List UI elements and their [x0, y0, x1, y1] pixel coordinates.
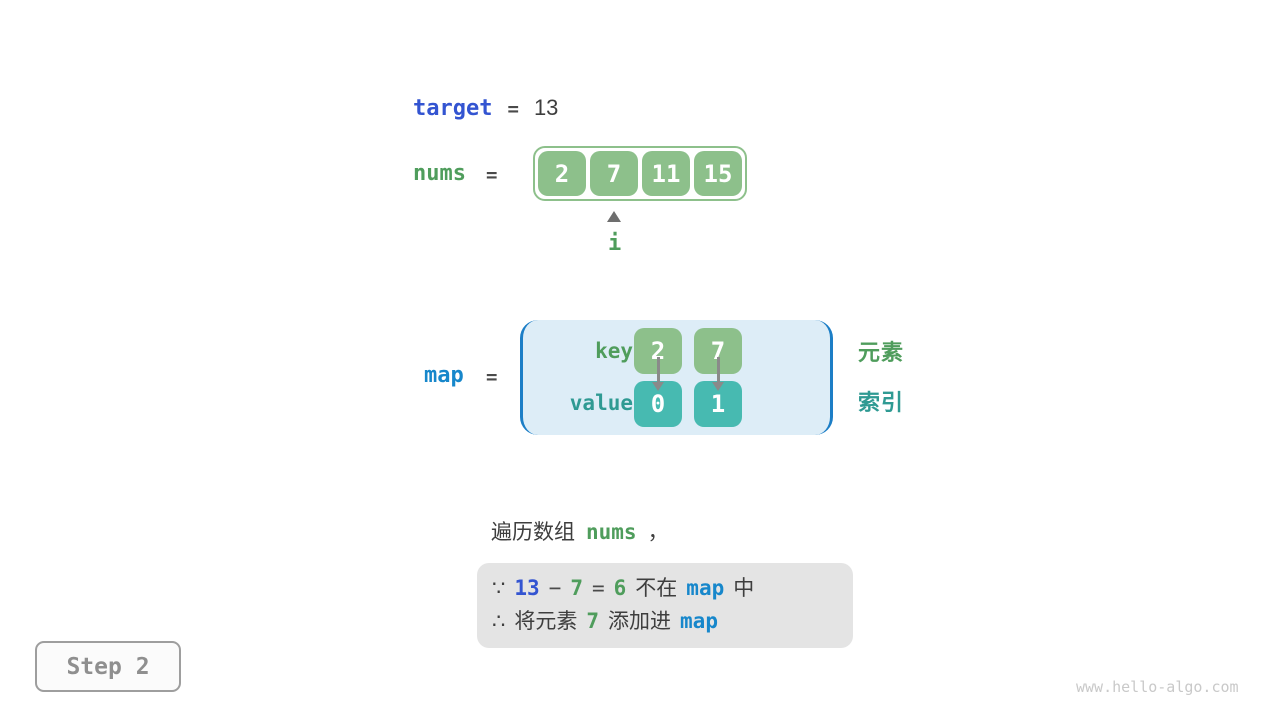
nums-equals-sign: = [486, 164, 498, 186]
note-map-code: map [680, 609, 718, 633]
minus-operator: − [548, 576, 562, 600]
note-text: 添加进 [608, 610, 672, 633]
map-key-row-label: key [595, 339, 633, 363]
watermark: www.hello-algo.com [1076, 678, 1239, 696]
map-value-cell: 1 [694, 381, 742, 427]
nums-cell: 7 [590, 151, 638, 196]
target-equals-sign: = [507, 98, 519, 120]
target-assignment: target = 13 [413, 97, 558, 120]
note-text: 不在 [635, 577, 678, 600]
note-text: 中 [733, 577, 755, 600]
equals-operator: = [591, 576, 605, 600]
map-equals-sign: = [486, 366, 498, 388]
note-map-code: map [686, 576, 725, 600]
down-arrow-icon [657, 357, 660, 384]
nums-cell: 2 [538, 151, 586, 196]
caption-prefix: 遍历数组 [491, 521, 575, 544]
note-box: ∵ 13 − 7 = 6 不在 map 中 ∴ 将元素 7 添加进 map [477, 563, 853, 648]
note-text: 将元素 [514, 610, 578, 633]
pointer-i-label: i [608, 231, 622, 256]
down-arrow-icon [717, 357, 720, 384]
down-arrow-icon [652, 382, 664, 391]
note-line-1: ∵ 13 − 7 = 6 不在 map 中 [492, 572, 853, 605]
map-value-cell: 0 [634, 381, 682, 427]
target-var-label: target [413, 96, 493, 121]
element-side-label: 元素 [858, 340, 905, 365]
down-arrow-icon [712, 382, 724, 391]
note-line-2: ∴ 将元素 7 添加进 map [492, 605, 853, 638]
index-side-label: 索引 [858, 390, 905, 415]
nums-cell: 15 [694, 151, 742, 196]
caption-comma: ， [647, 521, 669, 544]
target-value: 13 [533, 95, 559, 120]
caption-line: 遍历数组 nums ， [491, 516, 669, 546]
up-arrow-icon [607, 211, 621, 222]
note-element-value: 7 [570, 576, 583, 600]
therefore-symbol: ∴ [492, 610, 506, 633]
map-var-label: map [424, 363, 464, 388]
note-element-value: 7 [586, 609, 600, 633]
caption-nums-code: nums [586, 520, 637, 544]
nums-cell: 11 [642, 151, 690, 196]
because-symbol: ∵ [492, 577, 506, 600]
map-value-row-label: value [569, 391, 633, 415]
note-diff-value: 6 [613, 576, 627, 600]
nums-array: 2 7 11 15 [533, 146, 747, 201]
step-badge: Step 2 [35, 641, 181, 692]
note-target-value: 13 [514, 576, 540, 600]
map-box: key value 2 7 0 1 [520, 320, 833, 435]
nums-var-label: nums [413, 161, 466, 186]
